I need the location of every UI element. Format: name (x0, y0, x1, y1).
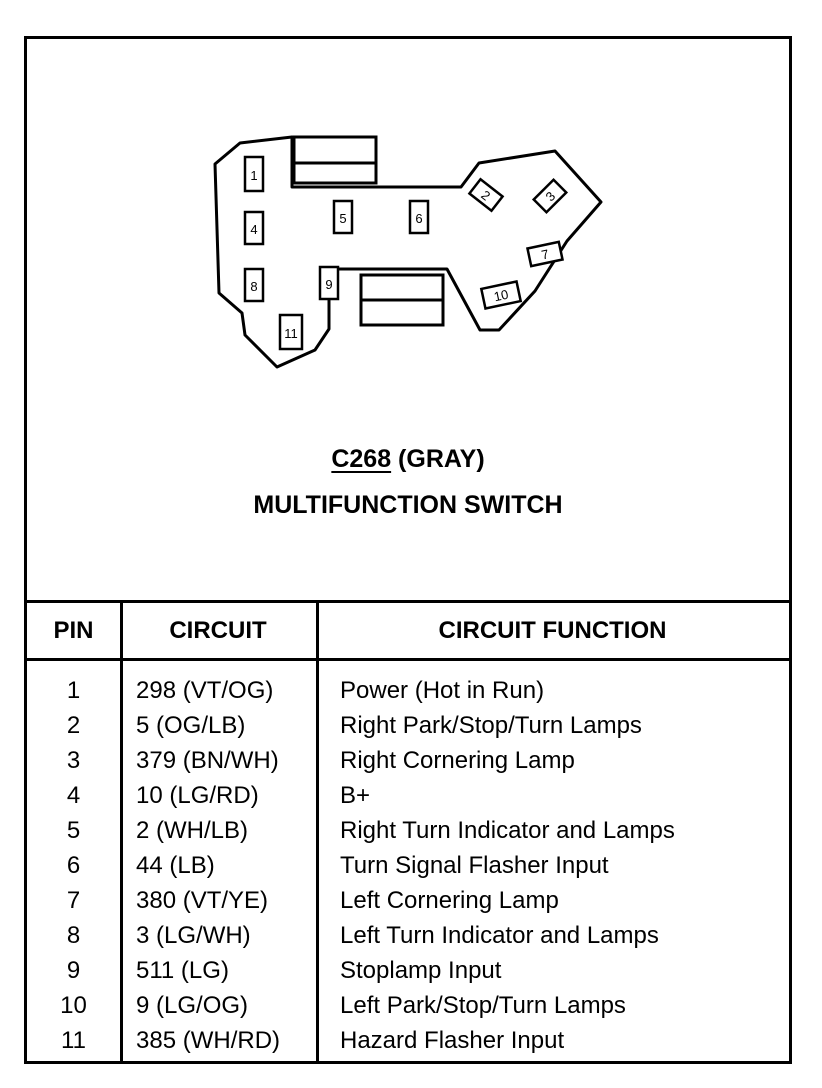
pinout-table: PIN CIRCUIT CIRCUIT FUNCTION 1 298 (VT/O… (27, 600, 789, 1058)
pin-label: 1 (250, 168, 257, 183)
table-header-row: PIN CIRCUIT CIRCUIT FUNCTION (27, 600, 789, 661)
pin-cell: 2 (66, 712, 81, 739)
circuit-cell: 5 (OG/LB) (136, 712, 246, 739)
pin-cell: 9 (66, 957, 81, 984)
pin-cell: 8 (66, 922, 81, 949)
pin-cell: 1 (66, 677, 81, 704)
table-row: 7 380 (VT/YE) Left Cornering Lamp (27, 883, 789, 918)
pin-cell: 10 (60, 992, 87, 1019)
pin-label: 7 (540, 246, 550, 262)
connector-frame: 1 4 8 5 6 9 11 2 3 7 10 C268 (GRAY) (24, 36, 792, 1064)
connector-caption: C268 (GRAY) (27, 445, 789, 474)
component-name: MULTIFUNCTION SWITCH (253, 491, 563, 519)
pin-label: 8 (250, 279, 257, 294)
function-cell: Right Cornering Lamp (340, 747, 575, 774)
connector-color: (GRAY) (391, 445, 485, 473)
table-row: 5 2 (WH/LB) Right Turn Indicator and Lam… (27, 813, 789, 848)
pin-cell: 7 (66, 887, 81, 914)
table-row: 1 298 (VT/OG) Power (Hot in Run) (27, 660, 789, 709)
circuit-cell: 379 (BN/WH) (136, 747, 279, 774)
circuit-cell: 385 (WH/RD) (136, 1027, 281, 1054)
pin-cavity-4: 4 (243, 210, 265, 246)
connector-face-drawing: 1 4 8 5 6 9 11 2 3 7 10 (213, 135, 603, 369)
pin-cavity-1: 1 (243, 155, 265, 193)
top-lock-tab (292, 135, 378, 185)
pin-cell: 6 (66, 852, 81, 879)
pin-cavity-10: 10 (479, 279, 523, 311)
table-row: 2 5 (OG/LB) Right Park/Stop/Turn Lamps (27, 708, 789, 743)
connector-diagram-area: 1 4 8 5 6 9 11 2 3 7 10 C268 (GRAY) (27, 39, 789, 600)
function-cell: Hazard Flasher Input (340, 1027, 565, 1054)
header-pin: PIN (27, 600, 120, 661)
table-row: 9 511 (LG) Stoplamp Input (27, 953, 789, 988)
table-row: 3 379 (BN/WH) Right Cornering Lamp (27, 743, 789, 778)
function-cell: Left Cornering Lamp (340, 887, 559, 914)
function-cell: Stoplamp Input (340, 957, 502, 984)
pin-cavity-11: 11 (278, 313, 304, 351)
pin-cavity-3: 3 (531, 177, 569, 215)
table-row: 6 44 (LB) Turn Signal Flasher Input (27, 848, 789, 883)
pin-cell: 11 (61, 1027, 86, 1054)
pin-label: 10 (492, 287, 509, 305)
function-cell: Power (Hot in Run) (340, 677, 545, 704)
pin-cavity-9: 9 (318, 265, 340, 301)
pin-cell: 3 (66, 747, 81, 774)
pin-label: 6 (415, 211, 422, 226)
circuit-cell: 10 (LG/RD) (136, 782, 259, 809)
circuit-cell: 44 (LB) (136, 852, 215, 879)
pin-cell: 4 (66, 782, 81, 809)
pin-cell: 5 (66, 817, 81, 844)
circuit-cell: 3 (LG/WH) (136, 922, 251, 949)
pin-label: 11 (284, 326, 298, 341)
function-cell: Right Turn Indicator and Lamps (340, 817, 675, 844)
function-cell: Turn Signal Flasher Input (340, 852, 609, 879)
pin-cavity-8: 8 (243, 267, 265, 303)
connector-outline (213, 135, 603, 369)
table-divider (120, 600, 123, 1061)
pin-label: 5 (339, 211, 346, 226)
header-function: CIRCUIT FUNCTION (316, 600, 789, 661)
table-divider (316, 600, 319, 1061)
function-cell: B+ (340, 782, 371, 809)
circuit-cell: 2 (WH/LB) (136, 817, 249, 844)
circuit-cell: 298 (VT/OG) (136, 677, 274, 704)
circuit-cell: 511 (LG) (136, 957, 229, 984)
pin-cavity-5: 5 (332, 199, 354, 235)
table-row: 4 10 (LG/RD) B+ (27, 778, 789, 813)
connector-id: C268 (331, 445, 392, 473)
function-cell: Right Park/Stop/Turn Lamps (340, 712, 642, 739)
table-row: 8 3 (LG/WH) Left Turn Indicator and Lamp… (27, 918, 789, 953)
header-circuit: CIRCUIT (120, 600, 316, 661)
pin-cavity-2: 2 (467, 177, 505, 213)
pin-label: 4 (250, 222, 257, 237)
table-row: 10 9 (LG/OG) Left Park/Stop/Turn Lamps (27, 988, 789, 1023)
table-row: 11 385 (WH/RD) Hazard Flasher Input (27, 1023, 789, 1058)
function-cell: Left Turn Indicator and Lamps (340, 922, 659, 949)
circuit-cell: 9 (LG/OG) (136, 992, 249, 1019)
function-cell: Left Park/Stop/Turn Lamps (340, 992, 626, 1019)
pin-cavity-6: 6 (408, 199, 430, 235)
circuit-cell: 380 (VT/YE) (136, 887, 269, 914)
pin-label: 9 (325, 277, 332, 292)
pin-cavity-7: 7 (525, 240, 565, 268)
